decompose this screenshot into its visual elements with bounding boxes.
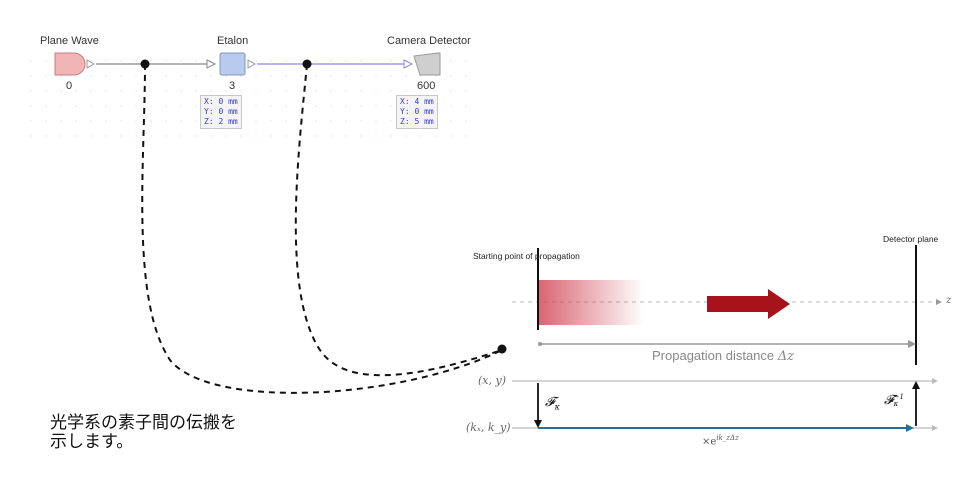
inverse-ft-sub: κ — [893, 399, 899, 408]
freq-line-arrowhead-grey — [932, 425, 938, 431]
connector-dot — [497, 344, 507, 354]
forward-ft-arrowhead — [534, 420, 542, 428]
camera-detector-component[interactable] — [413, 52, 441, 76]
detector-plane-label: Detector plane — [883, 234, 939, 244]
freq-domain-label: (kₓ, k_y) — [466, 421, 511, 434]
caption-note: 光学系の素子間の伝搬を 示します。 — [50, 414, 300, 452]
distance-start-dot — [538, 342, 542, 346]
output-port[interactable] — [86, 59, 96, 69]
dashed-connector-1 — [141, 63, 503, 394]
forward-ft-symbol: 𝓕 — [545, 395, 555, 410]
distance-arrowhead — [908, 340, 916, 348]
plane-wave-title: Plane Wave — [40, 35, 99, 47]
caption-line-1: 光学系の素子間の伝搬を — [50, 413, 237, 433]
etalon-index: 3 — [229, 80, 236, 92]
coord-z: Z: 5 mm — [400, 117, 434, 126]
forward-ft-sub: κ — [554, 402, 560, 412]
start-point-label: Starting point of propagation — [473, 251, 580, 261]
space-line-arrowhead — [932, 378, 938, 384]
propagation-direction-arrow — [707, 289, 790, 319]
distance-symbol: Δz — [777, 349, 795, 364]
output-port[interactable] — [247, 59, 257, 69]
connector-dot — [140, 59, 150, 69]
distance-label: Propagation distance Δz — [652, 348, 794, 364]
inverse-ft-symbol: 𝓕 — [884, 393, 894, 408]
camera-coordinates[interactable]: X: 4 mm Y: 0 mm Z: 5 mm — [396, 95, 438, 129]
freq-line-arrowhead — [906, 424, 914, 432]
etalon-coordinates[interactable]: X: 0 mm Y: 0 mm Z: 2 mm — [200, 95, 242, 129]
plane-wave-component[interactable] — [54, 52, 86, 76]
phase-factor-label: ×eik_zΔz — [702, 434, 739, 447]
coord-x: X: 0 mm — [204, 97, 238, 106]
dashed-connector-2 — [294, 63, 503, 377]
caption-line-2: 示します。 — [50, 432, 134, 452]
phase-factor-base: ×e — [702, 436, 717, 448]
z-axis-label: z — [946, 295, 952, 306]
inverse-ft-sup: −1 — [893, 392, 904, 401]
camera-detector-index: 600 — [417, 80, 436, 92]
distance-text: Propagation distance — [652, 348, 775, 363]
space-domain-label: (x, y) — [478, 374, 506, 387]
inverse-ft-arrowhead — [912, 381, 920, 389]
etalon-title: Etalon — [217, 35, 249, 47]
coord-x: X: 4 mm — [400, 97, 434, 106]
forward-ft-label: 𝓕κ — [545, 395, 560, 412]
link-arrowhead — [403, 59, 414, 69]
plane-wave-index: 0 — [66, 80, 73, 92]
beam-gradient — [539, 280, 644, 325]
etalon-component[interactable] — [219, 52, 246, 76]
link-arrowhead — [206, 59, 217, 69]
coord-y: Y: 0 mm — [400, 107, 434, 116]
coord-z: Z: 2 mm — [204, 117, 238, 126]
phase-factor-exp: ik_zΔz — [716, 434, 739, 442]
z-axis-arrowhead — [936, 299, 942, 305]
camera-detector-title: Camera Detector — [387, 35, 471, 47]
connector-dot — [302, 59, 312, 69]
coord-y: Y: 0 mm — [204, 107, 238, 116]
